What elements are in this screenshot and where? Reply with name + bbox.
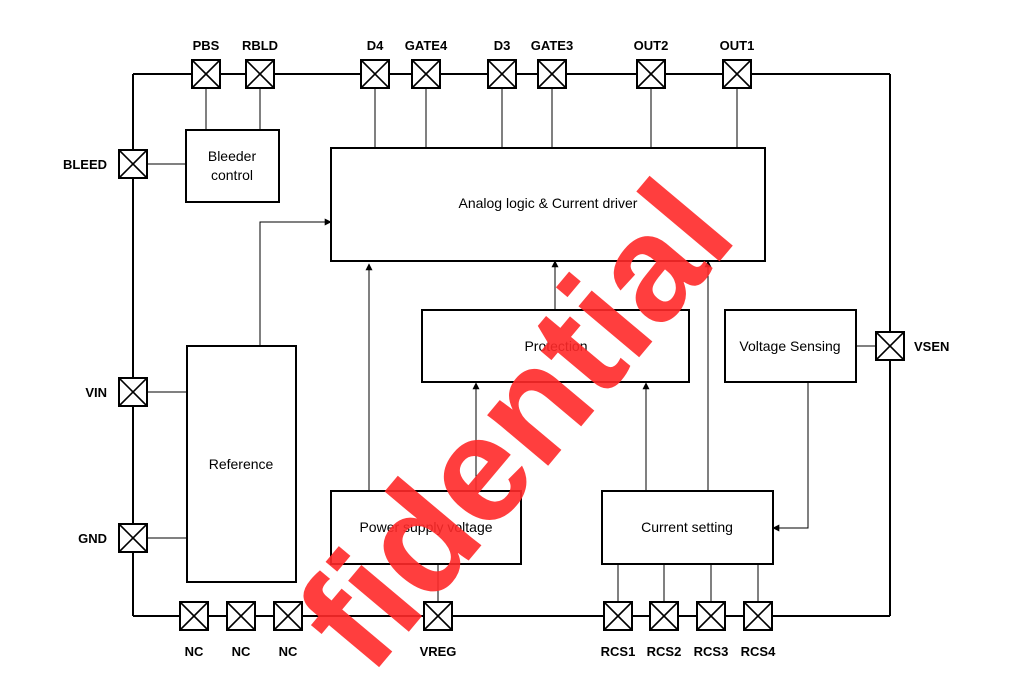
pin-label-rcs1: RCS1 (601, 644, 636, 659)
pin-label-rcs2: RCS2 (647, 644, 682, 659)
pin-cross (696, 601, 726, 631)
pin-out2: OUT2 (634, 38, 669, 89)
pin-cross (245, 59, 275, 89)
bleeder-control-block: Bleeder control (185, 129, 280, 203)
pin-cross (118, 377, 148, 407)
pin-label-vsen: VSEN (914, 339, 949, 354)
pin-label-gate4: GATE4 (405, 38, 448, 53)
pin-cross (487, 59, 517, 89)
pin-rcs2: RCS2 (647, 601, 682, 659)
protection-label: Protection (524, 338, 587, 354)
pin-gate3: GATE3 (531, 38, 573, 89)
protection-block: Protection (421, 309, 690, 383)
pin-cross (191, 59, 221, 89)
pin-cross (360, 59, 390, 89)
bleeder-label-line1: Bleeder (208, 148, 257, 164)
pin-label-nc2: NC (232, 644, 251, 659)
pin-cross (649, 601, 679, 631)
pin-cross (179, 601, 209, 631)
pin-cross (603, 601, 633, 631)
pin-cross (722, 59, 752, 89)
pin-vsen: VSEN (875, 331, 949, 361)
reference-label: Reference (209, 456, 274, 472)
pin-label-bleed: BLEED (63, 157, 107, 172)
pin-gnd: GND (78, 523, 148, 553)
analog-logic-label: Analog logic & Current driver (459, 195, 638, 211)
pin-gate4: GATE4 (405, 38, 448, 89)
pin-d3: D3 (487, 38, 517, 89)
pin-cross (273, 601, 303, 631)
pin-label-gate3: GATE3 (531, 38, 573, 53)
pin-label-out2: OUT2 (634, 38, 669, 53)
pin-cross (423, 601, 453, 631)
pin-cross (537, 59, 567, 89)
pin-cross (875, 331, 905, 361)
pin-rbld: RBLD (242, 38, 278, 89)
bleeder-label-line2: control (211, 167, 253, 183)
power-supply-block: Power supply voltage (330, 490, 522, 565)
pin-vreg: VREG (420, 601, 457, 659)
current-setting-block: Current setting (601, 490, 774, 565)
pin-label-rcs4: RCS4 (741, 644, 776, 659)
pin-label-d3: D3 (494, 38, 511, 53)
pin-label-rcs3: RCS3 (694, 644, 729, 659)
pin-rcs1: RCS1 (601, 601, 636, 659)
pin-label-pbs: PBS (193, 38, 220, 53)
pin-cross (743, 601, 773, 631)
pin-label-d4: D4 (367, 38, 384, 53)
pin-cross (118, 149, 148, 179)
pin-label-out1: OUT1 (720, 38, 755, 53)
pin-label-vreg: VREG (420, 644, 457, 659)
voltage-sensing-block: Voltage Sensing (724, 309, 857, 383)
reference-block: Reference (186, 345, 297, 583)
pin-rcs4: RCS4 (741, 601, 776, 659)
pin-label-rbld: RBLD (242, 38, 278, 53)
pin-cross (411, 59, 441, 89)
pin-label-vin: VIN (85, 385, 107, 400)
pin-cross (118, 523, 148, 553)
current-setting-label: Current setting (641, 519, 733, 535)
pin-nc2: NC (226, 601, 256, 659)
pin-cross (226, 601, 256, 631)
pin-label-gnd: GND (78, 531, 107, 546)
pin-nc1: NC (179, 601, 209, 659)
pin-cross (636, 59, 666, 89)
pin-rcs3: RCS3 (694, 601, 729, 659)
pin-bleed: BLEED (63, 149, 148, 179)
analog-logic-block: Analog logic & Current driver (330, 147, 766, 262)
pin-label-nc3: NC (279, 644, 298, 659)
pin-label-nc1: NC (185, 644, 204, 659)
pin-d4: D4 (360, 38, 390, 89)
voltage-sensing-label: Voltage Sensing (739, 338, 840, 354)
pin-out1: OUT1 (720, 38, 755, 89)
power-supply-label: Power supply voltage (359, 519, 492, 535)
pin-vin: VIN (85, 377, 148, 407)
pin-nc3: NC (273, 601, 303, 659)
pin-pbs: PBS (191, 38, 221, 89)
